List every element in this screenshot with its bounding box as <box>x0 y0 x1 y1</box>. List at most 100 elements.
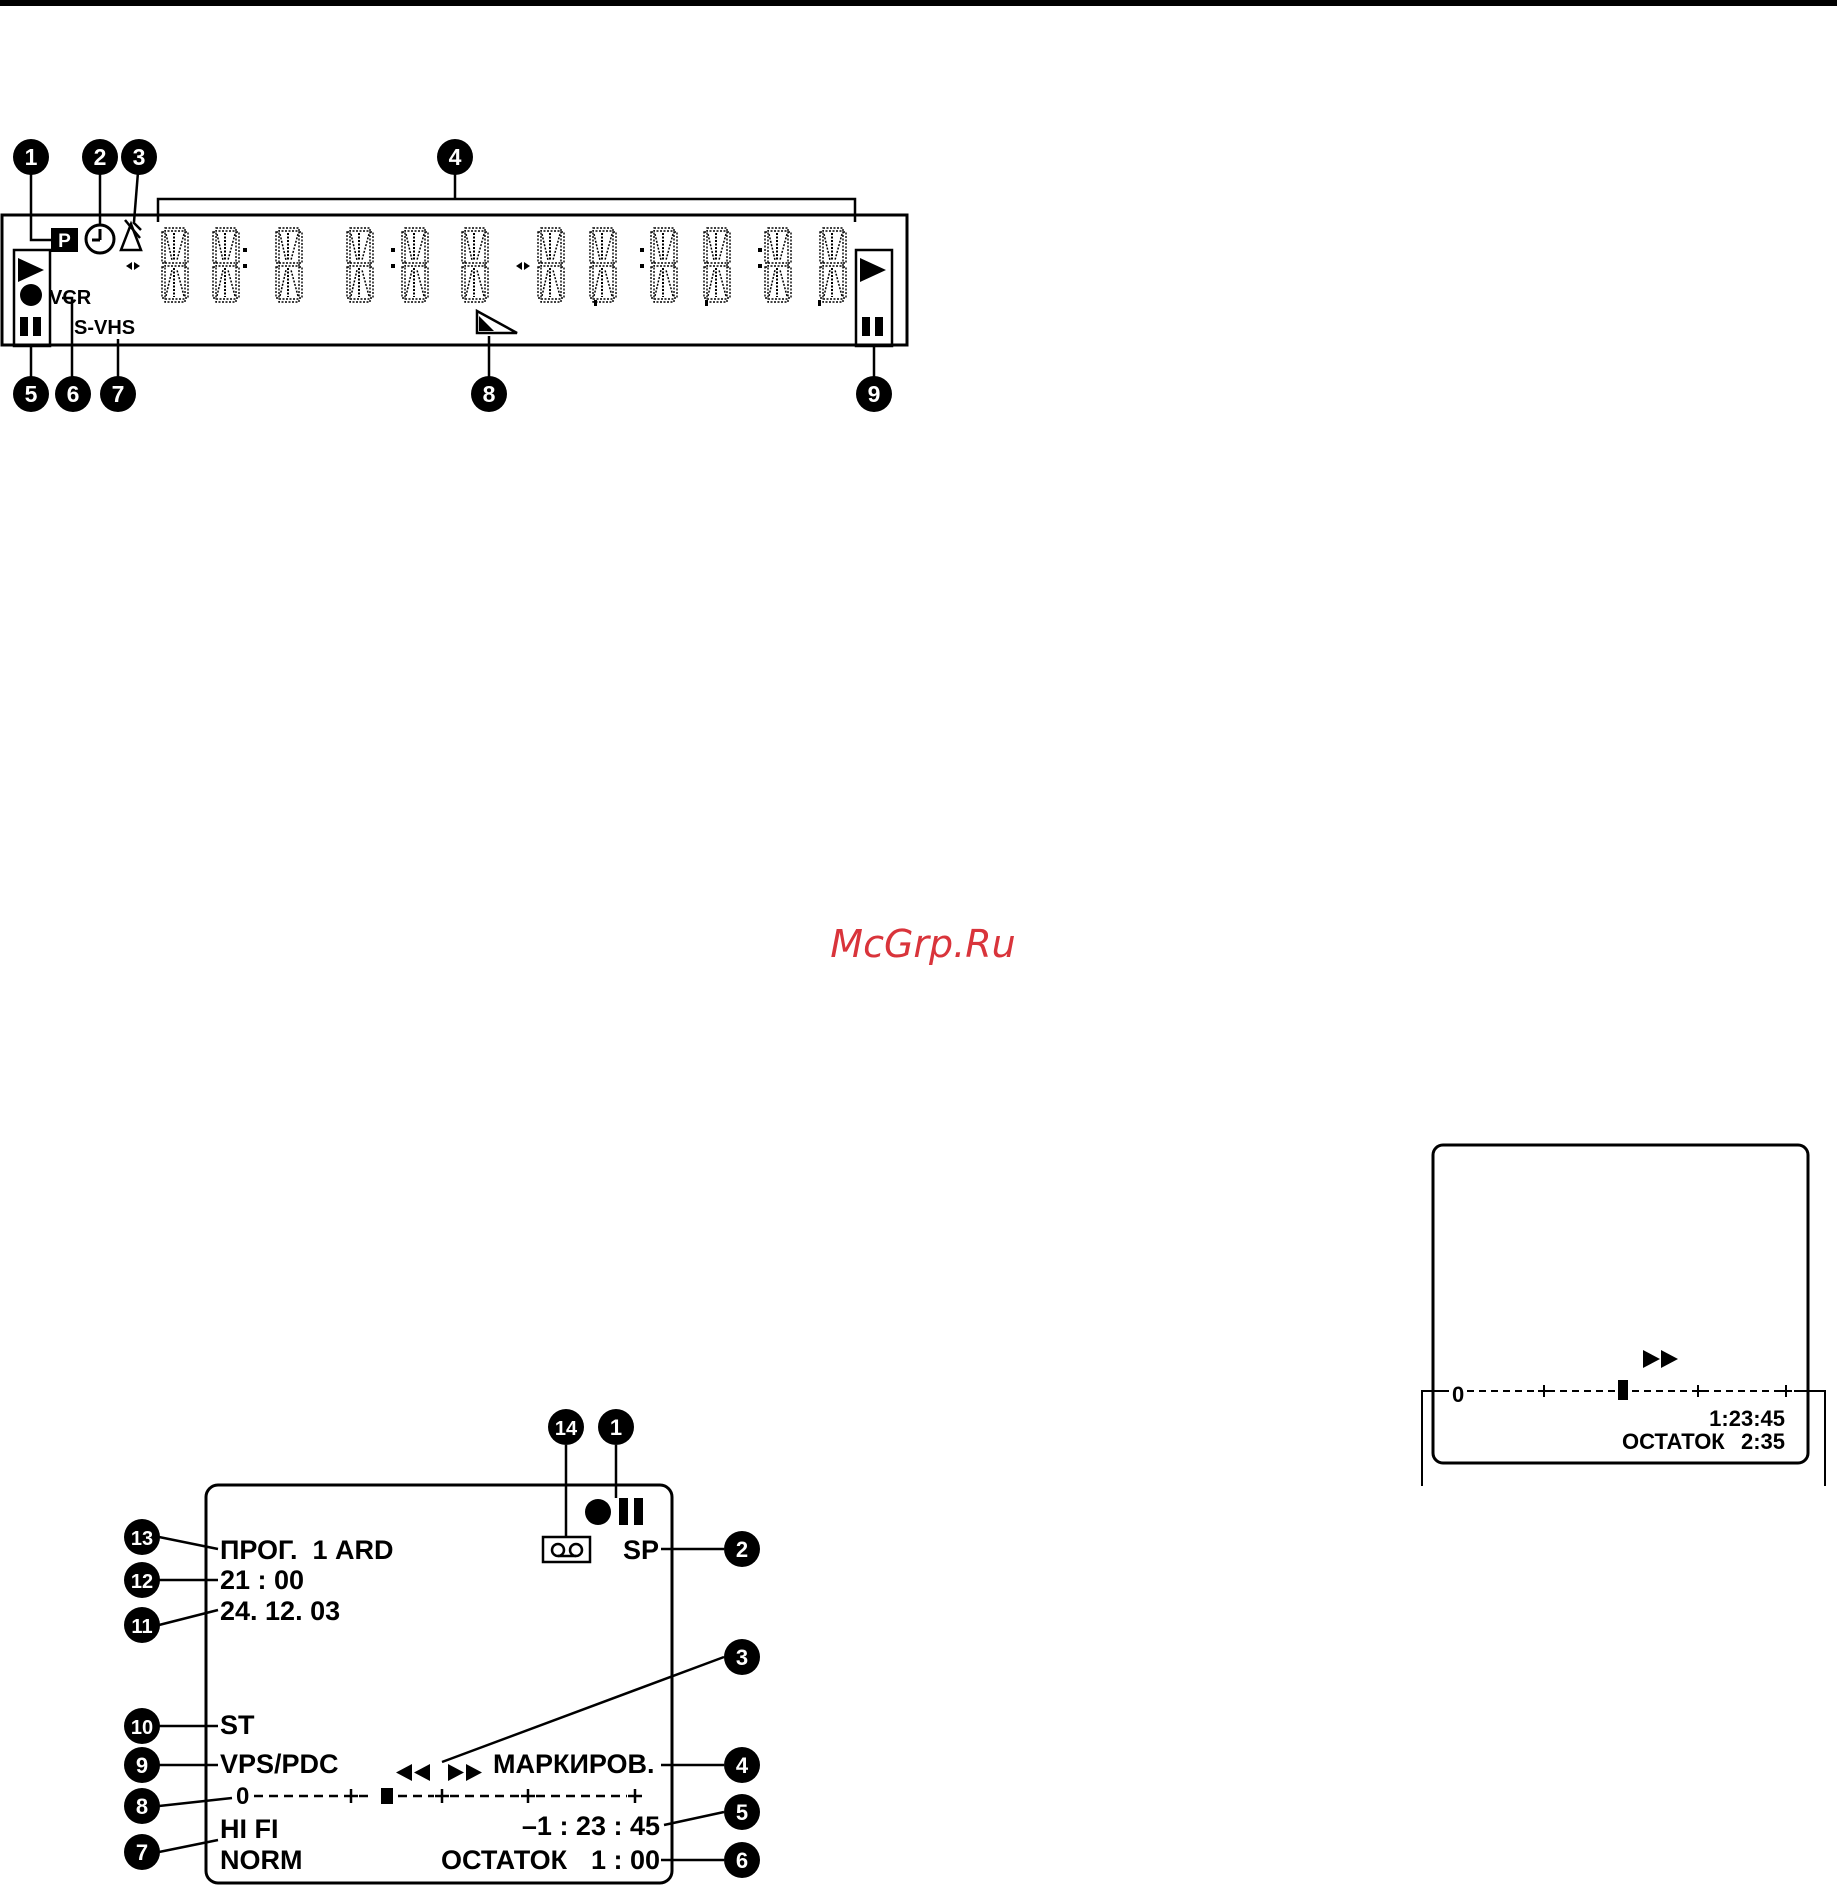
osd-speed: SP <box>623 1535 659 1565</box>
lcd-digit <box>590 228 616 302</box>
svg-text:8: 8 <box>483 381 496 407</box>
osd-remain-value: 1 : 00 <box>591 1845 660 1875</box>
osd-small-diagram: 0 1:23:45 ОСТАТОК 2:35 <box>1422 1145 1825 1486</box>
osd-prog-line: ПРОГ. 1 ARD <box>220 1535 394 1565</box>
lcd-digit <box>276 228 302 302</box>
svg-text:1: 1 <box>25 144 38 170</box>
lcd-digit <box>538 228 564 302</box>
svg-text:3: 3 <box>736 1645 748 1670</box>
watermark: McGrp.Ru <box>830 922 1015 966</box>
svg-text:8: 8 <box>136 1794 148 1819</box>
svg-text:1: 1 <box>610 1415 622 1440</box>
osd-main-tape-bar <box>254 1789 642 1803</box>
callout-7-osd: 7 <box>124 1834 160 1870</box>
callout-8-front: 8 <box>471 376 507 412</box>
callout-2-osd: 2 <box>724 1531 760 1567</box>
fast-forward-icon <box>448 1764 482 1781</box>
play-icon <box>18 258 44 282</box>
svg-text:14: 14 <box>555 1418 578 1440</box>
front-display-diagram: P VCR S-VHS <box>2 139 907 412</box>
svg-text:3: 3 <box>133 144 146 170</box>
callout-9-front: 9 <box>856 376 892 412</box>
svg-text:11: 11 <box>131 1616 152 1638</box>
callout-2-front: 2 <box>82 139 118 175</box>
osd-counter-start: 0 <box>236 1783 249 1810</box>
osd-main-tape-position-marker <box>381 1788 393 1804</box>
record-icon <box>585 1499 611 1525</box>
osd-main-callouts: 14 1 13 2 12 11 3 10 9 4 8 5 7 6 <box>124 1409 760 1878</box>
lcd-digit <box>347 228 373 302</box>
pause-icon <box>20 317 41 336</box>
lcd-digit <box>462 228 488 302</box>
callout-1-osd: 1 <box>598 1409 634 1445</box>
svg-text:9: 9 <box>868 381 881 407</box>
svg-text:7: 7 <box>136 1840 148 1865</box>
callout-4-osd: 4 <box>724 1747 760 1783</box>
callout-3-front: 3 <box>121 139 157 175</box>
lcd-digit <box>820 228 846 302</box>
p-badge-label: P <box>58 231 71 252</box>
osd-time: 21 : 00 <box>220 1565 304 1595</box>
osd-remain-label: ОСТАТОК <box>441 1845 568 1875</box>
callout-13-osd: 13 <box>124 1519 160 1555</box>
callout-3-osd: 3 <box>724 1639 760 1675</box>
osd-stereo: ST <box>220 1710 255 1740</box>
lcd-digit <box>402 228 428 302</box>
lcd-digit <box>704 228 730 302</box>
fast-forward-icon <box>1643 1350 1678 1368</box>
pause-icon <box>619 1498 643 1525</box>
osd-small-remain-value: 2:35 <box>1741 1429 1785 1454</box>
tape-direction-icon <box>126 262 140 270</box>
callout-7-front: 7 <box>100 376 136 412</box>
osd-marking: МАРКИРОВ. <box>493 1749 655 1779</box>
svg-text:6: 6 <box>736 1848 748 1873</box>
osd-small-remain-label: ОСТАТОК <box>1622 1429 1725 1454</box>
record-icon <box>20 284 42 306</box>
callout-6-front: 6 <box>55 376 91 412</box>
callout-6-osd: 6 <box>724 1842 760 1878</box>
callout-11-osd: 11 <box>124 1607 160 1643</box>
svg-text:2: 2 <box>94 144 107 170</box>
pause-icon <box>862 317 883 336</box>
svg-text:4: 4 <box>449 144 462 170</box>
callout-10-osd: 10 <box>124 1708 160 1744</box>
svg-text:2: 2 <box>736 1537 748 1562</box>
callout-12-osd: 12 <box>124 1562 160 1598</box>
svg-text:13: 13 <box>131 1528 153 1550</box>
tape-position-triangle <box>477 311 517 333</box>
svhs-label: S-VHS <box>74 317 135 339</box>
callout-8-osd: 8 <box>124 1788 160 1824</box>
rewind-icon <box>396 1764 430 1781</box>
callout-4-front: 4 <box>437 139 473 175</box>
svg-text:5: 5 <box>736 1800 748 1825</box>
satellite-icon <box>121 220 141 250</box>
cassette-icon <box>543 1537 590 1562</box>
svg-text:10: 10 <box>131 1717 153 1739</box>
callout-5-osd: 5 <box>724 1794 760 1830</box>
callout-1-front: 1 <box>13 139 49 175</box>
top-rule <box>0 0 1837 6</box>
svg-text:6: 6 <box>67 381 80 407</box>
front-callouts: 1 2 3 4 5 6 7 8 9 <box>13 139 892 412</box>
svg-text:9: 9 <box>136 1753 148 1778</box>
svg-text:7: 7 <box>112 381 125 407</box>
lcd-digit <box>651 228 677 302</box>
callout-14-osd: 14 <box>548 1409 584 1445</box>
svg-text:5: 5 <box>25 381 38 407</box>
osd-small-tape-position-marker <box>1618 1380 1628 1400</box>
osd-small-counter-start: 0 <box>1452 1382 1464 1407</box>
digit-group-bracket <box>158 199 855 222</box>
osd-audio-mode: NORM <box>220 1845 303 1875</box>
osd-small-counter: 1:23:45 <box>1709 1406 1785 1431</box>
lcd-digit <box>213 228 239 302</box>
osd-date: 24. 12. 03 <box>220 1596 340 1626</box>
osd-vps: VPS/PDC <box>220 1749 339 1779</box>
osd-counter: –1 : 23 : 45 <box>522 1811 660 1841</box>
osd-main-diagram: ПРОГ. 1 ARD SP 21 : 00 24. 12. 03 ST VPS… <box>124 1409 760 1883</box>
osd-audio: HI FI <box>220 1814 279 1844</box>
callout-9-osd: 9 <box>124 1747 160 1783</box>
osd-small-tape-bar <box>1467 1385 1792 1397</box>
lcd-digit <box>765 228 791 302</box>
callout-5-front: 5 <box>13 376 49 412</box>
